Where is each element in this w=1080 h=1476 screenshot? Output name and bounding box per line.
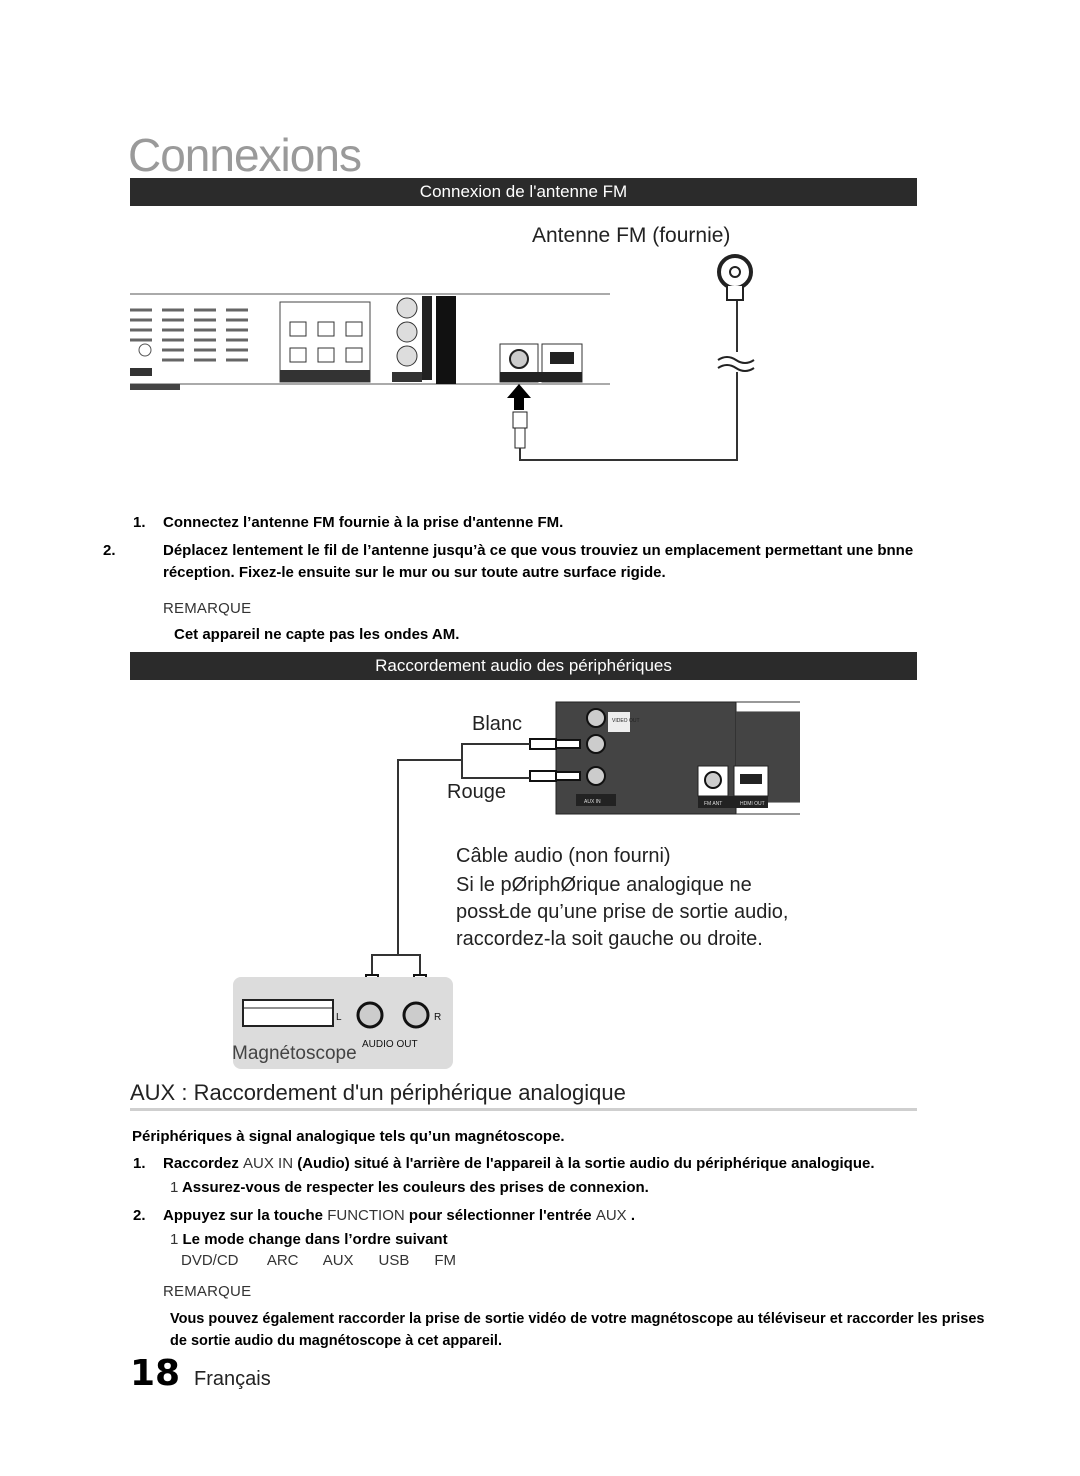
note-text: Vous pouvez également raccorder la prise… (170, 1311, 985, 1349)
video-out-label: VIDEO OUT (612, 718, 640, 724)
step-text: . (626, 1207, 636, 1224)
fm-step-1: 1. Connectez l’antenne FM fournie à la pr… (133, 512, 953, 534)
mode-sequence: DVD/CD ARC AUX USB FM (181, 1252, 457, 1269)
right-jack-label: R (434, 1012, 441, 1023)
aux-in-key: AUX IN (243, 1155, 294, 1172)
hint-line: raccordez-la soit gauche ou droite. (456, 928, 763, 950)
red-label: Rouge (447, 781, 506, 803)
audio-connection-diagram: VIDEO OUT AUX IN FM ANT HDMI OUT L R AUD… (233, 701, 800, 1069)
vcr-label: Magnétoscope (232, 1043, 357, 1064)
hdmi-out-label: HDMI OUT (740, 801, 765, 807)
analog-hint: Si le pØriphØrique analogique ne possŁde… (456, 872, 788, 953)
step-number: 1. (133, 1155, 146, 1172)
step-number: 2. (133, 1207, 146, 1224)
note-title: REMARQUE (163, 1283, 252, 1300)
step-text: Raccordez (163, 1155, 244, 1172)
fm-antenna-diagram (130, 254, 755, 461)
audio-out-label: AUDIO OUT (362, 1039, 418, 1050)
step-text: Connectez l’antenne FM fournie à la pris… (163, 514, 564, 531)
page-title: Connexions (128, 129, 362, 181)
section-bar-fm-antenna: Connexion de l'antenne FM (130, 178, 917, 206)
aux-step-1: 1. Raccordez AUX IN (Audio) situé à l'arr… (133, 1153, 953, 1175)
hint-line: possŁde qu’une prise de sortie audio, (456, 901, 789, 923)
step-text: Appuyez sur la touche (163, 1207, 328, 1224)
step-text: (Audio) situé à l'arrière de l'appareil … (293, 1155, 875, 1172)
aux-step-2-sub: 1 Le mode change dans l’ordre suivant (170, 1229, 990, 1251)
aux-in-label: AUX IN (584, 799, 601, 805)
aux-heading: AUX : Raccordement d'un périphérique ana… (130, 1080, 626, 1105)
step-text: Déplacez lentement le fil de l’antenne j… (163, 542, 914, 581)
aux-step-1-sub: 1 Assurez-vous de respecter les couleurs… (170, 1177, 990, 1199)
white-label: Blanc (472, 713, 523, 735)
antenna-label: Antenne FM (fournie) (532, 224, 731, 247)
aux-step-2: 2. Appuyez sur la touche FUNCTION pour sé… (133, 1205, 953, 1227)
step-number: 1. (133, 514, 146, 531)
note-text: Cet appareil ne capte pas les ondes AM. (174, 626, 460, 643)
step-number: 2. (103, 542, 116, 559)
aux-intro: Périphériques à signal analogique tels q… (132, 1128, 565, 1145)
bullet: 1 (170, 1179, 179, 1196)
bullet: 1 (170, 1231, 179, 1248)
function-key: FUNCTION (327, 1207, 405, 1224)
sub-text: Le mode change dans l’ordre suivant (182, 1231, 448, 1248)
step-text: pour sélectionner l'entrée (404, 1207, 596, 1224)
aux-key: AUX (595, 1207, 627, 1224)
hint-line: Si le pØriphØrique analogique ne (456, 874, 752, 896)
fm-step-2: 2. Déplacez lentement le fil de l’antenne… (103, 540, 973, 584)
language-label: Français (194, 1368, 271, 1390)
cable-label: Câble audio (non fourni) (456, 845, 671, 867)
fm-ant-label: FM ANT (704, 801, 722, 807)
divider (130, 1108, 917, 1111)
section-bar-audio: Raccordement audio des périphériques (130, 652, 917, 680)
page-number: 18 (130, 1353, 181, 1394)
sub-text: Assurez-vous de respecter les couleurs d… (181, 1179, 649, 1196)
left-jack-label: L (336, 1012, 342, 1023)
note-title: REMARQUE (163, 600, 252, 617)
